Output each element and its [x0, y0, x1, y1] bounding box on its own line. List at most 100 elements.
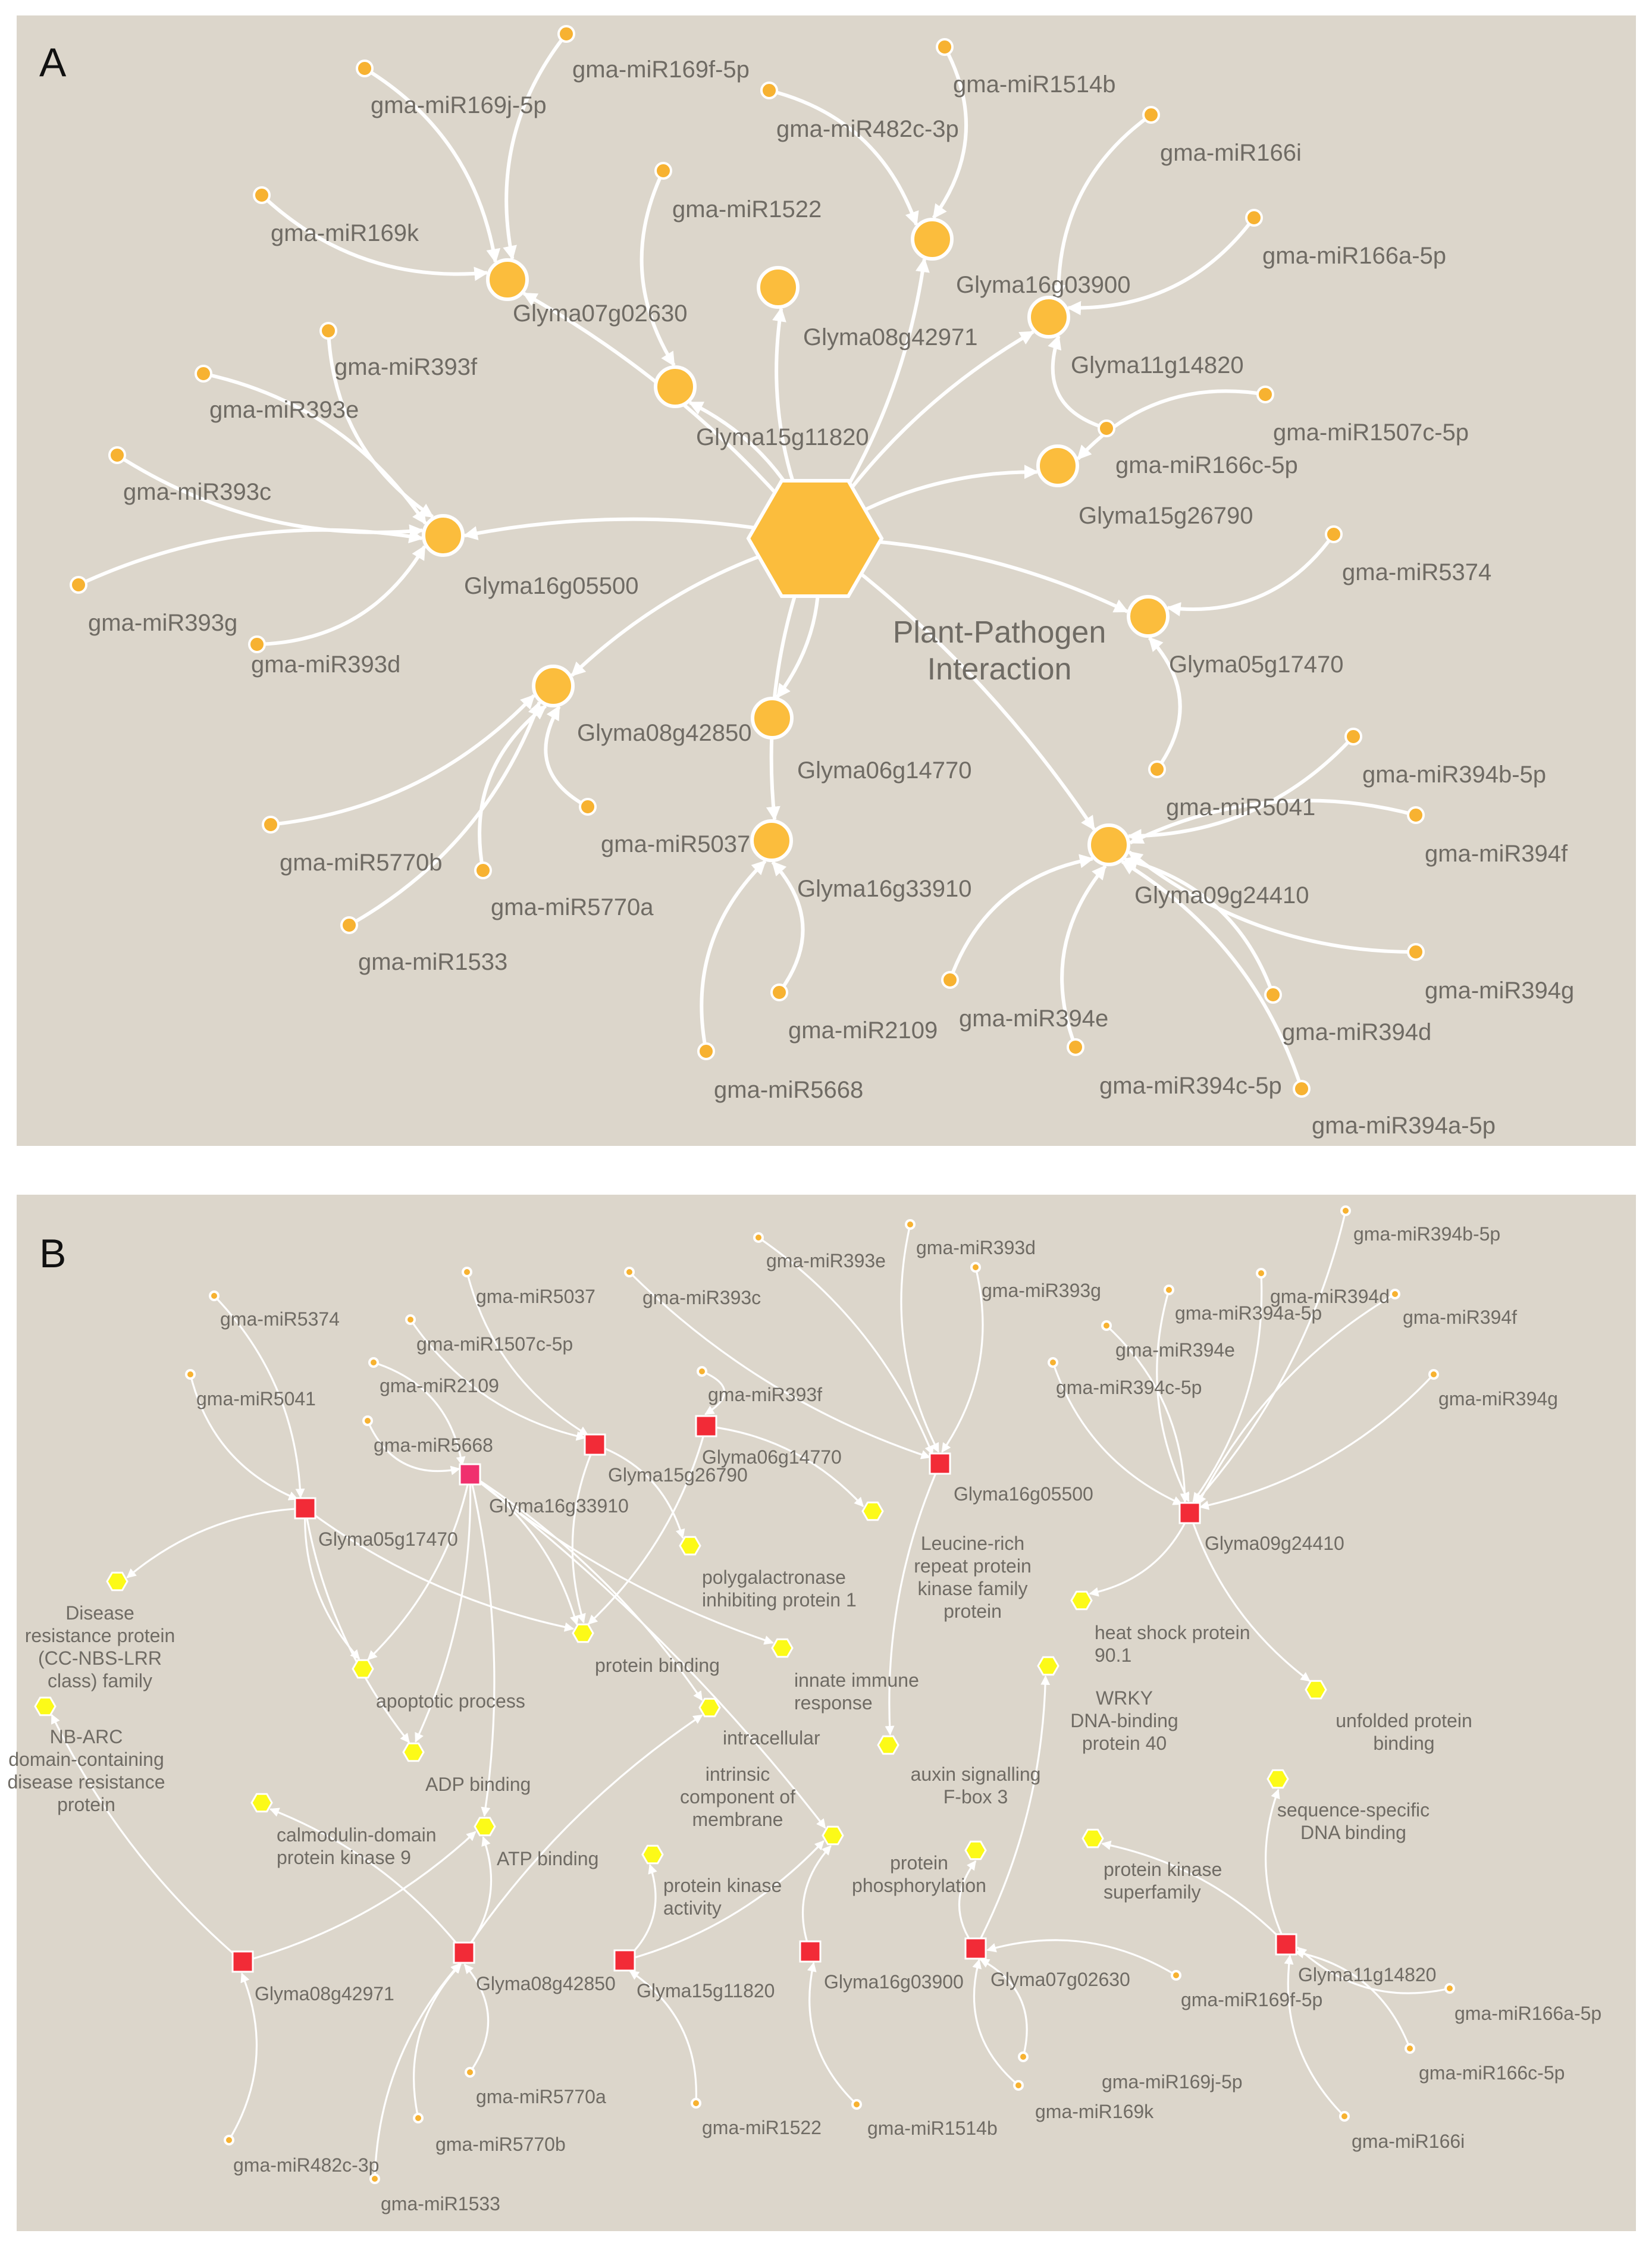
mirna-node-gma-mir393f — [319, 322, 337, 340]
gene-label-glyma07g02630: Glyma07g02630 — [513, 300, 688, 327]
mirna-node-gma-mir394c-5p — [1067, 1038, 1084, 1056]
pathway-hexagon — [746, 479, 884, 598]
edge — [594, 1443, 685, 1539]
edge — [469, 1474, 496, 1817]
mirna-node-gma-mir166c-5p — [1098, 419, 1115, 437]
mirna-node-gma-mir5770b — [262, 816, 280, 834]
edge — [305, 1507, 575, 1632]
mirna-label-gma-mir394e: gma-miR394e — [959, 1005, 1108, 1032]
gene-label-glyma09g24410: Glyma09g24410 — [1134, 882, 1309, 909]
mirna-node-gma-mir166a-5p — [1245, 209, 1263, 227]
edge — [1121, 860, 1303, 1089]
mirna-label-gma-mir1522: gma-miR1522 — [672, 196, 822, 223]
mirna-label-gma-mir166c-5p: gma-miR166c-5p — [1419, 2062, 1565, 2084]
edge — [77, 528, 424, 587]
mirna-label-gma-mir169j-5p: gma-miR169j-5p — [371, 92, 547, 118]
gene-label-glyma16g33910: Glyma16g33910 — [489, 1495, 629, 1517]
gene-label-glyma08g42971: Glyma08g42971 — [255, 1983, 394, 2004]
edge — [363, 67, 501, 264]
term-node-heat-shock-protein-90-1 — [1070, 1590, 1093, 1611]
edge — [478, 704, 547, 871]
mirna-label-gma-mir393e: gma-miR393e — [209, 397, 359, 423]
gene-node-glyma15g26790 — [1036, 444, 1079, 487]
edge — [126, 1507, 306, 1578]
term-node-polygalactronase-inhibiting-protein-1 — [679, 1536, 701, 1556]
mirna-label-gma-mir5770a: gma-miR5770a — [476, 2086, 606, 2107]
term-node-intrinsic-component-of-membrane — [822, 1825, 844, 1846]
mirna-label-gma-mir482c-3p: gma-miR482c-3p — [776, 116, 959, 142]
mirna-label-gma-mir394d: gma-miR394d — [1270, 1286, 1390, 1307]
mirna-label-gma-mir5668: gma-miR5668 — [714, 1077, 863, 1103]
edge — [189, 1374, 299, 1501]
mirna-node-gma-mir5770b — [413, 2113, 424, 2123]
term-node-auxin-signalling-f-box-3 — [877, 1735, 899, 1755]
edge — [242, 1831, 477, 1963]
mirna-label-gma-mir482c-3p: gma-miR482c-3p — [233, 2154, 379, 2176]
mirna-node-gma-mir393f — [697, 1366, 707, 1377]
edge — [758, 1236, 934, 1455]
edge — [304, 1508, 361, 1660]
edge — [348, 701, 542, 927]
edge — [469, 1473, 703, 1701]
mirna-node-gma-mir169k — [253, 186, 271, 204]
gene-label-glyma07g02630: Glyma07g02630 — [990, 1969, 1130, 1990]
mirna-label-gma-mir1514b: gma-miR1514b — [953, 71, 1115, 98]
edge — [1048, 334, 1107, 430]
mirna-node-gma-mir169j-5p — [356, 59, 374, 77]
edge — [706, 1425, 864, 1507]
gene-label-glyma08g42850: Glyma08g42850 — [577, 720, 752, 746]
mirna-node-gma-mir393e — [753, 1232, 764, 1243]
edge — [463, 1963, 490, 2073]
mirna-node-gma-mir5037 — [462, 1267, 472, 1277]
mirna-label-gma-mir5374: gma-miR5374 — [220, 1308, 340, 1330]
mirna-label-gma-mir5374: gma-miR5374 — [1342, 559, 1491, 585]
mirna-label-gma-mir1533: gma-miR1533 — [358, 949, 507, 975]
gene-node-glyma06g14770 — [695, 1415, 717, 1437]
mirna-label-gma-mir169j-5p: gma-miR169j-5p — [1102, 2071, 1243, 2092]
mirna-label-gma-mir169f-5p: gma-miR169f-5p — [1181, 1989, 1322, 2010]
gene-node-glyma08g42850 — [532, 665, 575, 707]
mirna-label-gma-mir1533: gma-miR1533 — [381, 2193, 500, 2214]
edge — [544, 705, 589, 809]
mirna-node-gma-mir2109 — [770, 983, 788, 1001]
mirna-label-gma-mir5037: gma-miR5037 — [476, 1286, 595, 1307]
mirna-node-gma-mir166i — [1142, 106, 1160, 124]
edge — [366, 1420, 460, 1476]
edge — [588, 1426, 707, 1625]
mirna-node-gma-mir394c-5p — [1048, 1357, 1058, 1368]
mirna-node-gma-mir394f — [1390, 1289, 1400, 1299]
edge — [1166, 533, 1336, 616]
gene-node-glyma16g05500 — [929, 1452, 951, 1475]
panel-b-letter: B — [39, 1231, 67, 1276]
gene-label-glyma15g26790: Glyma15g26790 — [1079, 503, 1253, 529]
mirna-node-gma-mir393d — [248, 635, 266, 653]
edge — [413, 1963, 462, 2119]
term-node-sequence-specific-dna-binding — [1267, 1769, 1289, 1789]
term-node-protein-kinase-activity — [641, 1844, 664, 1865]
mirna-label-gma-mir393c: gma-miR393c — [642, 1287, 761, 1308]
edge — [1123, 856, 1275, 996]
edge — [1284, 1954, 1346, 2117]
edge — [1051, 113, 1152, 300]
edge — [1127, 735, 1355, 844]
mirna-label-gma-mir166a-5p: gma-miR166a-5p — [1454, 2003, 1601, 2024]
gene-node-glyma16g33910 — [459, 1463, 481, 1486]
mirna-node-gma-mir1507c-5p — [405, 1314, 416, 1325]
edge — [1194, 1210, 1347, 1503]
panel-a-letter: A — [39, 40, 67, 85]
gene-node-glyma11g14820 — [1275, 1933, 1297, 1956]
edge — [1089, 1512, 1191, 1597]
edge — [409, 1319, 587, 1441]
edge — [373, 1361, 466, 1467]
gene-node-glyma15g11820 — [613, 1949, 636, 1972]
gene-node-glyma09g24410 — [1087, 823, 1130, 866]
